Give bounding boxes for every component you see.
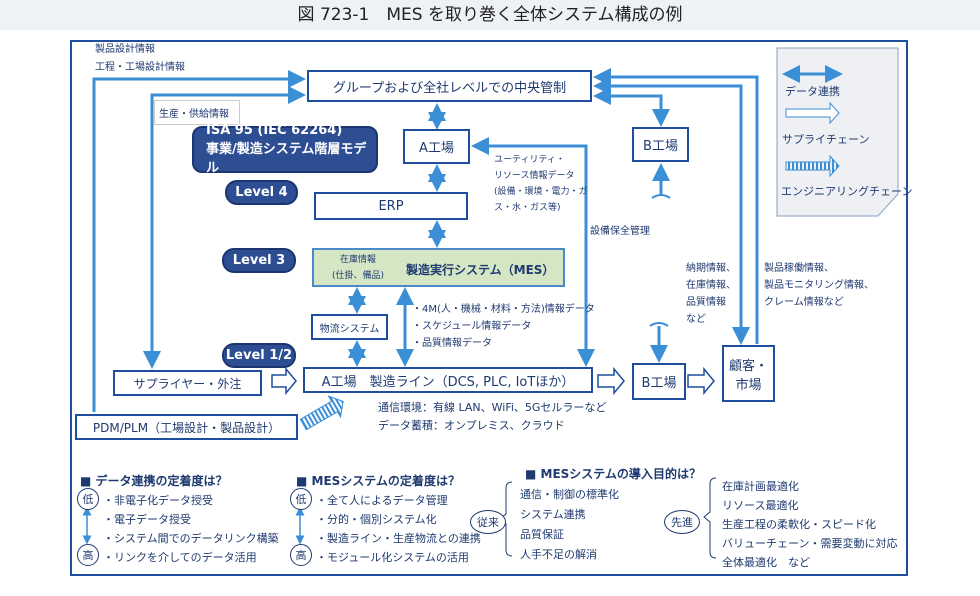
list-item: ・システム間でのデータリンク構築 [103, 532, 279, 545]
mes-inventory-label: 在庫情報 [340, 255, 377, 265]
level-3-badge: Level 3 [222, 248, 296, 273]
list-item: 在庫計画最適化 [722, 480, 799, 493]
list-item: 人手不足の解消 [520, 548, 597, 561]
list-item: システム連携 [520, 508, 586, 521]
market-label: 市場 [735, 377, 762, 393]
supply-chain-arrows [271, 366, 715, 396]
data-storage-label: データ蓄積：オンプレミス、クラウド [378, 419, 565, 432]
mes-wip-label: (仕掛、備品) [332, 271, 385, 281]
section-data-link-heading: ■ データ連携の定着度は？ [80, 474, 228, 488]
legend-box [776, 47, 899, 217]
advanced-label: 先進 [664, 510, 700, 534]
mes-label: 製造実行システム（MES） [406, 263, 555, 277]
low-label: 低 [290, 488, 312, 510]
list-item: ・分的・個別システム化 [316, 513, 437, 526]
design-info-label: 製品設計情報 [95, 44, 155, 55]
figure-title: 図 723-1 MES を取り巻く全体システム構成の例 [0, 0, 980, 30]
data-4m-label: ・4M(人・機械・材料・方法)情報データ [412, 304, 595, 315]
list-item: 通信・制御の標準化 [520, 488, 619, 501]
design-info-line [92, 70, 306, 412]
list-item: ・モジュール化システムの活用 [316, 551, 469, 564]
high-label: 高 [290, 544, 312, 566]
data-quality-label: ・品質情報データ [412, 338, 492, 349]
utility-info-label: ユーティリティ・リソース情報データ(設備・環境・電力・ガス・水・ガス等) [494, 155, 588, 213]
maintenance-line [471, 137, 595, 367]
central-customer-line [593, 77, 750, 345]
list-item: リソース最適化 [722, 499, 799, 512]
maintenance-label: 設備保全管理 [590, 226, 650, 237]
list-item: 生産工程の柔軟化・スピード化 [722, 518, 876, 531]
legend-data-link: データ連携 [785, 85, 840, 98]
production-info-line [143, 86, 306, 369]
pdm-plm-box: PDM/PLM（工場設計・製品設計） [75, 414, 298, 440]
diagram-frame [70, 40, 908, 576]
supplier-box: サプライヤー・外注 [113, 370, 262, 396]
high-label: 高 [77, 544, 99, 566]
section-mes-heading: ■ MESシステムの定着度は？ [296, 474, 460, 488]
list-item: 全体最適化 など [722, 556, 810, 569]
list-item: ・全て人によるデータ管理 [316, 494, 448, 507]
product-info-label: 製品稼働情報、製品モニタリング情報、クレーム情報など [764, 263, 874, 308]
conventional-label: 従来 [470, 510, 506, 534]
level-1-2-badge: Level 1/2 [222, 343, 296, 368]
customer-market-box: 顧客・市場 [722, 345, 775, 402]
list-item: バリューチェーン・需要変動に対応 [722, 537, 898, 550]
legend-supply-chain: サプライチェーン [782, 133, 870, 146]
level-4-badge: Level 4 [225, 180, 298, 205]
legend-engineering-chain: エンジニアリングチェーン [781, 185, 913, 198]
erp-box: ERP [314, 192, 468, 220]
customer-central-line [593, 68, 759, 344]
list-item: ・非電子化データ授受 [103, 494, 213, 507]
section-purpose-heading: ■ MESシステムの導入目的は？ [525, 467, 701, 481]
plant-b-top-box: B工場 [632, 127, 689, 162]
logistics-box: 物流システム [311, 314, 388, 340]
isa-label: ISA 95 (IEC 62264) [206, 123, 343, 138]
production-supply-info-label: 生産・供給情報 [154, 100, 240, 125]
process-design-info-label: 工程・工場設計情報 [95, 62, 185, 73]
low-label: 低 [77, 488, 99, 510]
customer-label: 顧客・ [728, 358, 768, 374]
list-item: 品質保証 [520, 528, 564, 541]
engineering-chain-arrow [299, 395, 344, 431]
plant-a-box: A工場 [403, 129, 470, 164]
list-item: ・リンクを介してのデータ活用 [103, 551, 257, 564]
production-line-box: A工場 製造ライン（DCS, PLC, IoTほか） [303, 367, 593, 393]
list-item: ・電子データ授受 [103, 513, 191, 526]
data-schedule-label: ・スケジュール情報データ [412, 321, 532, 332]
mes-box: 在庫情報 (仕掛、備品) 製造実行システム（MES） [312, 248, 565, 287]
list-item: ・製造ライン・生産物流との連携 [316, 532, 481, 545]
central-plant-b-link [593, 87, 670, 127]
central-control-box: グループおよび全社レベルでの中央管制 [307, 70, 592, 102]
isa-model-label: 事業/製造システム階層モデル [206, 142, 367, 176]
delivery-info-label: 納期情報、在庫情報、品質情報など [686, 263, 736, 325]
plant-b-bottom-box: B工場 [632, 363, 686, 400]
comm-env-label: 通信環境：有線 LAN、WiFi、5Gセルラーなど [378, 401, 607, 414]
